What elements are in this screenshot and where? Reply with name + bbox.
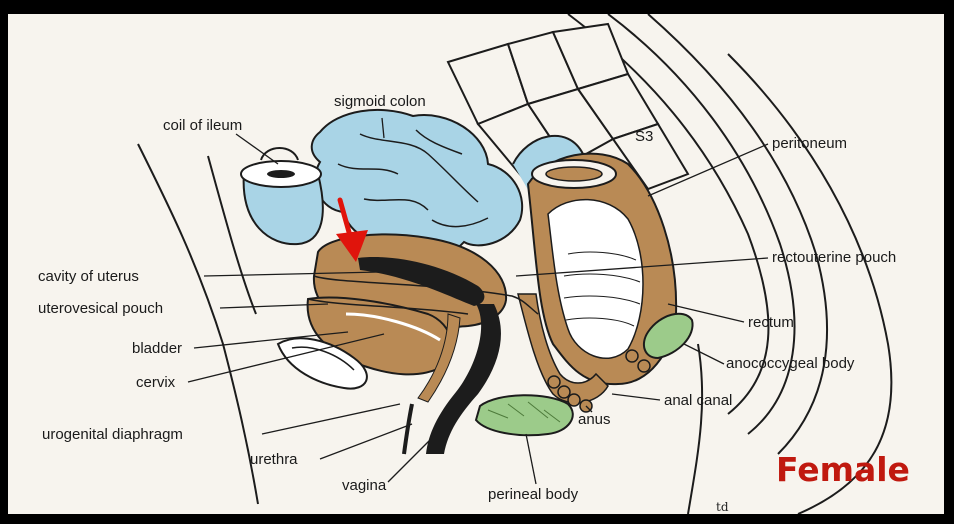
label-peritoneum: peritoneum [772,136,847,151]
label-s3: S3 [635,129,653,144]
label-cervix: cervix [136,375,175,390]
label-perineal-body: perineal body [488,487,578,502]
label-rectum: rectum [748,315,794,330]
perineal-body-shape [476,395,573,435]
label-vagina: vagina [342,478,386,493]
rectum-shape [518,154,676,403]
label-cavity-of-uterus: cavity of uterus [38,269,139,284]
label-bladder: bladder [132,341,182,356]
label-rectouterine-pouch: rectouterine pouch [772,250,896,265]
label-sigmoid-colon: sigmoid colon [334,94,426,109]
artist-initials: td [716,500,729,514]
label-anococcygeal-body: anococcygeal body [726,356,854,371]
label-anal-canal: anal canal [664,393,732,408]
anterior-body-wall [138,144,258,504]
title-female: Female [776,450,910,489]
label-uterovesical-pouch: uterovesical pouch [38,301,163,316]
label-urogenital-diaphragm: urogenital diaphragm [42,427,183,442]
ileum-coil-shape [241,148,323,244]
label-urethra: urethra [250,452,298,467]
diagram-panel: sigmoid colon coil of ileum S3 peritoneu… [8,14,944,514]
label-coil-of-ileum: coil of ileum [163,118,242,133]
label-anus: anus [578,412,611,427]
